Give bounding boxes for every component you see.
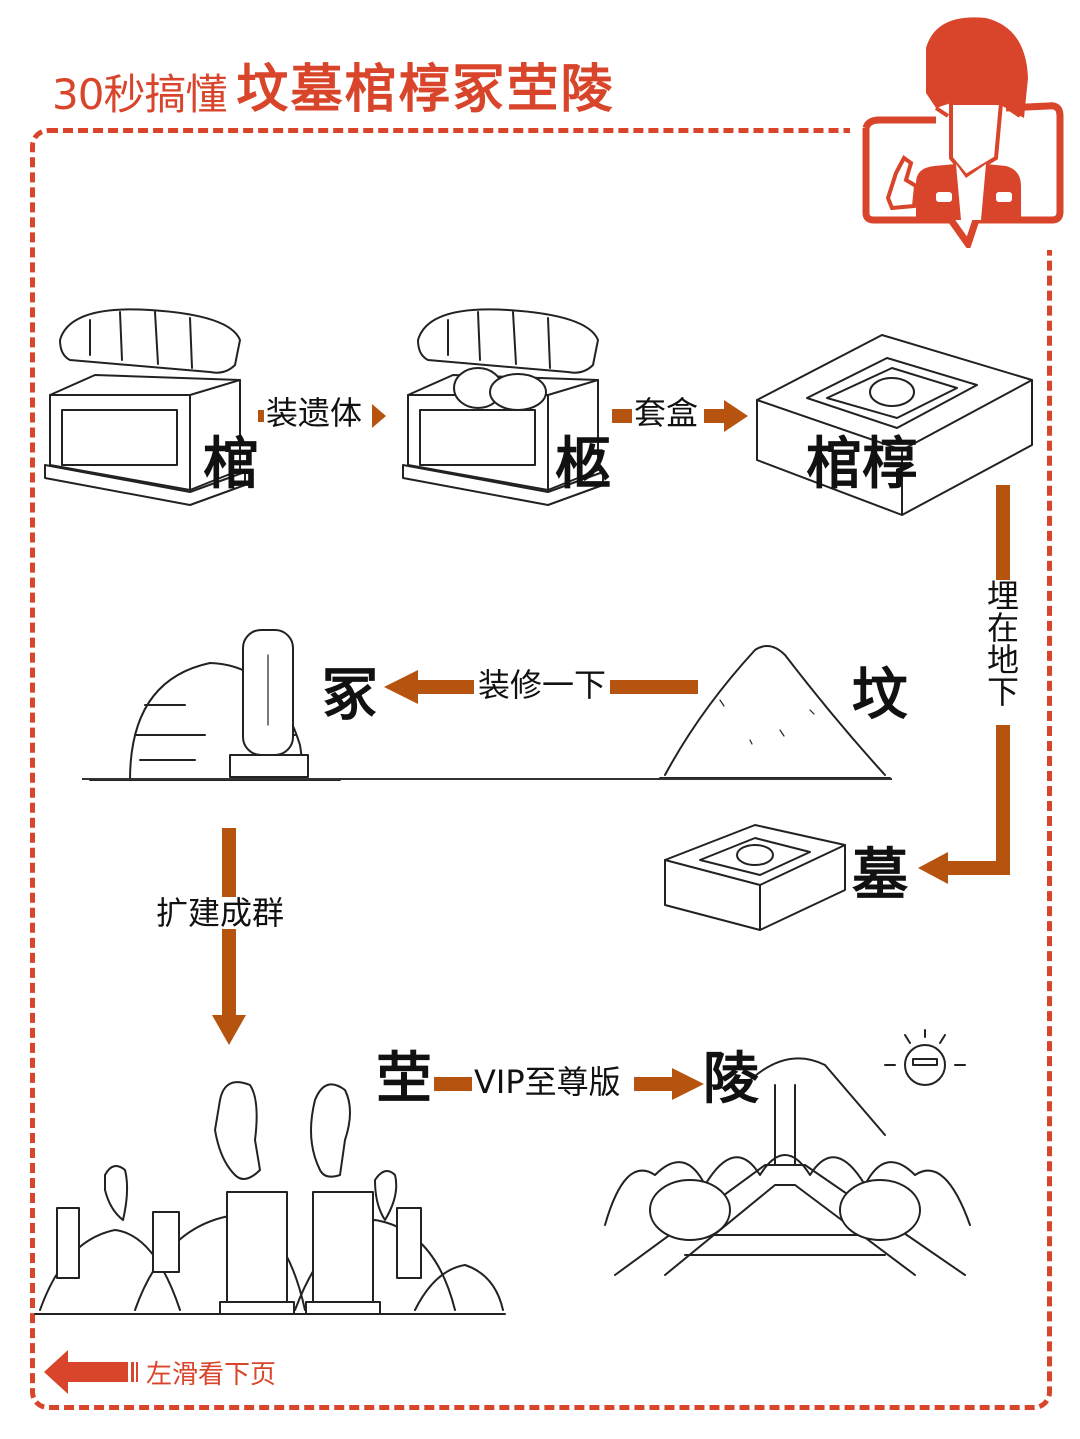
arrow-head-fen-zhong	[384, 670, 418, 704]
ground-line	[82, 778, 892, 780]
title-prefix: 30秒搞懂	[52, 70, 227, 119]
arrow-guan-jiu-tail	[258, 410, 264, 422]
node-fen: 坟	[852, 663, 908, 728]
node-ying: 茔	[376, 1047, 432, 1112]
swipe-hint-label: 左滑看下页	[146, 1359, 277, 1390]
graveyard-with-ghosts-illustration	[34, 1081, 506, 1315]
coffin-empty-illustration	[44, 308, 246, 506]
arrow-guanguo-mu-top	[996, 485, 1010, 580]
arrow-head-jiu-guanguo	[704, 400, 748, 432]
edge-label-guan-jiu: 装遗体	[264, 394, 365, 432]
title-main: 坟墓棺椁冢茔陵	[236, 60, 615, 120]
edge-label-fen-zhong: 装修一下	[474, 669, 611, 701]
node-guanguo: 棺椁	[806, 432, 918, 497]
node-guan: 棺	[203, 432, 259, 497]
arrow-guanguo-mu-horizontal	[945, 861, 1010, 875]
mascot-presenter-icon	[862, 17, 1064, 248]
imperial-mausoleum-illustration	[604, 1029, 971, 1276]
vertical-char: 地	[986, 641, 1019, 679]
arrow-left-icon	[44, 1350, 138, 1394]
arrow-ying-ling-tail	[434, 1077, 474, 1091]
vertical-char: 在	[986, 609, 1019, 647]
arrow-ying-ling-line	[634, 1077, 674, 1091]
arrow-jiu-guanguo-tail	[612, 409, 632, 423]
dashed-frame	[30, 128, 1052, 1410]
arrow-head-guan-jiu	[372, 404, 386, 428]
arrow-guanguo-mu-bottom	[996, 725, 1010, 875]
arrow-head-ying-ling	[672, 1068, 704, 1100]
node-ling: 陵	[703, 1047, 759, 1112]
arrow-head-guanguo-mu	[918, 852, 948, 884]
vertical-char: 埋	[986, 577, 1019, 615]
arrow-head-zhong-ying	[212, 1015, 246, 1045]
page-title: 30秒搞懂 坟墓棺椁冢茔陵	[52, 52, 614, 122]
node-zhong: 冢	[322, 663, 378, 728]
buried-coffin-illustration	[664, 824, 846, 931]
tomb-mound-with-stele-illustration	[89, 629, 341, 781]
coffin-with-body-illustration	[402, 308, 604, 506]
edge-label-guanguo-mu: 埋 在 地 下	[978, 580, 1028, 708]
swipe-hint[interactable]: 左滑看下页	[44, 1350, 276, 1394]
edge-label-zhong-ying: 扩建成群	[154, 894, 287, 932]
node-mu: 墓	[852, 843, 908, 908]
node-jiu: 柩	[555, 432, 611, 497]
vertical-char: 下	[986, 673, 1019, 711]
nested-coffin-illustration	[756, 334, 1033, 516]
edge-label-ying-ling: VIP至尊版	[472, 1063, 623, 1101]
edge-label-jiu-guanguo: 套盒	[632, 394, 701, 432]
